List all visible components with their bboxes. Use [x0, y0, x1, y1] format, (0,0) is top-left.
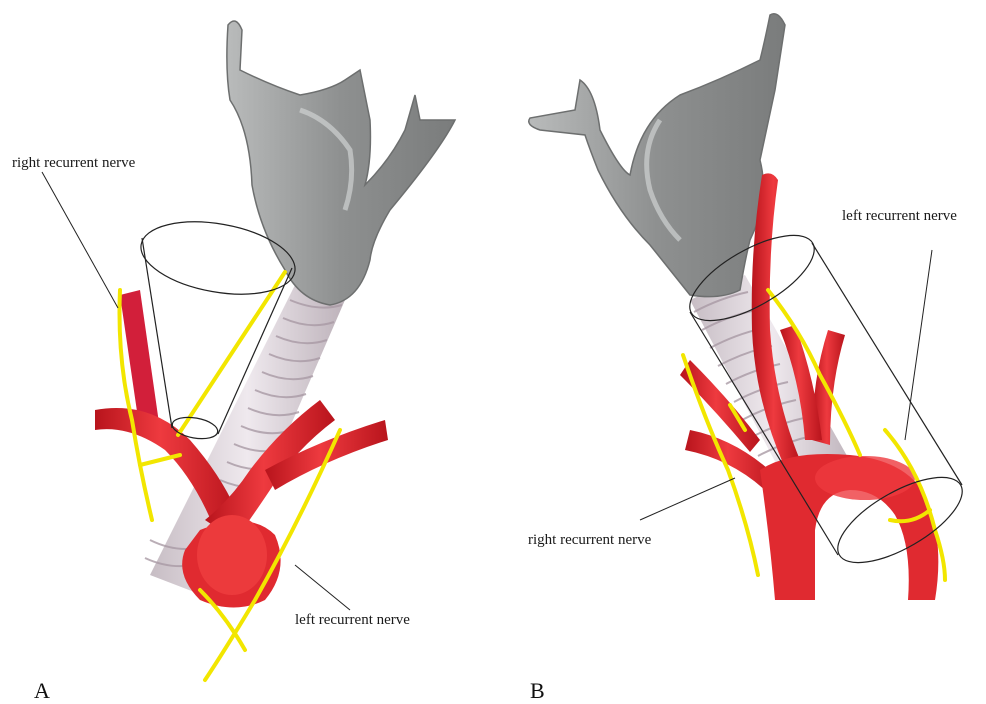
panel-letter-b: B	[530, 678, 545, 704]
leader-line-right-nerve-b	[640, 478, 735, 520]
thyroid-cartilage-b	[529, 14, 785, 297]
label-left-recurrent-nerve-b: left recurrent nerve	[842, 208, 957, 225]
panel-b-drawing	[529, 14, 975, 600]
thyroid-cartilage-a	[227, 21, 455, 305]
leader-line-left-nerve-a	[295, 565, 350, 610]
label-left-recurrent-nerve-a: left recurrent nerve	[295, 612, 410, 629]
panel-a-drawing	[42, 21, 455, 680]
leader-line-right-nerve-a	[42, 172, 118, 308]
leader-line-left-nerve-b	[905, 250, 932, 440]
label-right-recurrent-nerve-b: right recurrent nerve	[528, 532, 651, 549]
label-right-recurrent-nerve-a: right recurrent nerve	[12, 155, 135, 172]
panel-letter-a: A	[34, 678, 50, 704]
